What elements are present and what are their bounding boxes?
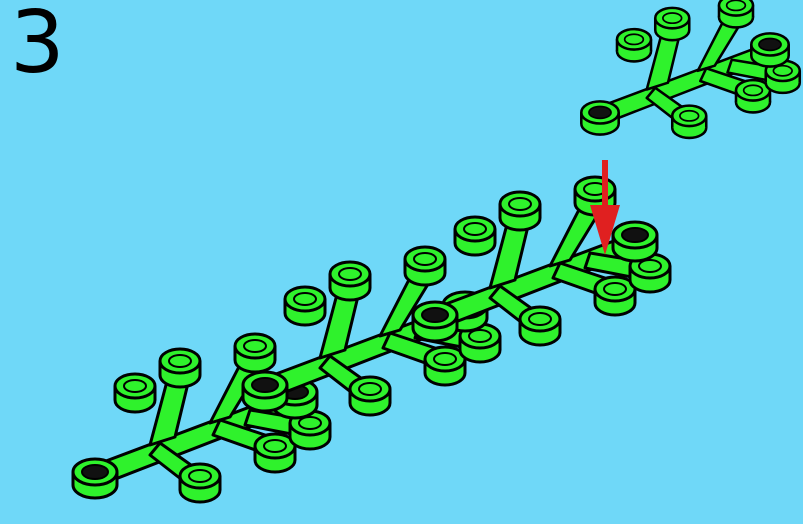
leaf-plate-3: [413, 177, 670, 345]
leaf-plate-2: [243, 247, 500, 415]
sub-assembly-leaf-plate: [581, 0, 799, 138]
leaf-plate-1: [73, 334, 330, 502]
base-assembly: [73, 177, 670, 502]
